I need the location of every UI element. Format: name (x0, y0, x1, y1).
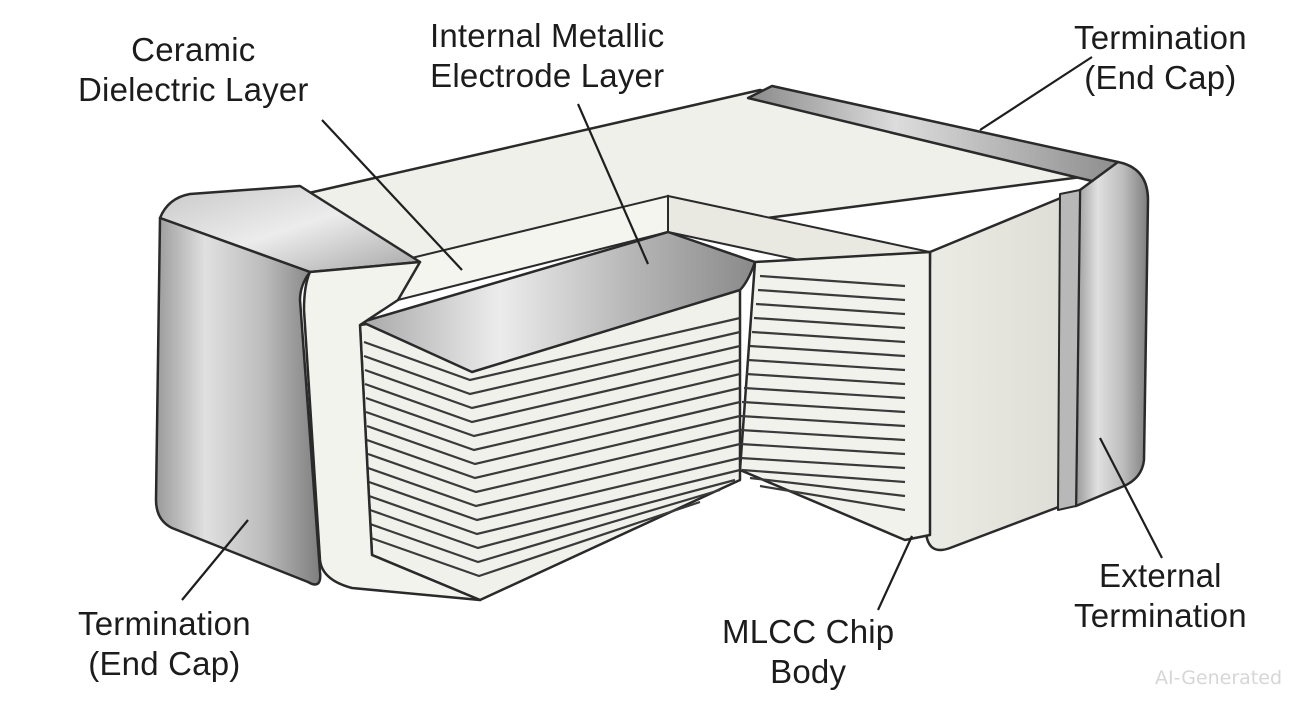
ceramic-body-right-face (924, 188, 1082, 552)
cutaway-right-face (738, 250, 932, 542)
left-ceramic-frame (302, 260, 482, 602)
label-termination-end-cap-top: Termination (End Cap) (1074, 19, 1247, 96)
front-layer-lines (363, 316, 741, 578)
leader-external-termination (1099, 437, 1163, 559)
leader-termination-top (979, 56, 1093, 131)
watermark-text: AI-Generated (1155, 667, 1282, 689)
leader-ceramic-dielectric (321, 119, 463, 271)
leader-lines (181, 56, 1163, 611)
left-end-cap-front (154, 216, 322, 586)
label-external-termination: External Termination (1074, 557, 1247, 634)
leader-internal-electrode (576, 103, 650, 265)
label-termination-end-cap-bottom: Termination (End Cap) (78, 605, 251, 682)
right-end-cap-face (1074, 160, 1150, 508)
right-face-layer-lines (739, 274, 906, 512)
label-mlcc-chip-body: MLCC Chip Body (722, 613, 895, 690)
label-internal-metallic-electrode-layer: Internal Metallic Electrode Layer (430, 17, 665, 94)
internal-electrode-top-plate (360, 230, 757, 374)
left-end-cap-top (158, 184, 422, 274)
right-end-cap-rim (1057, 189, 1081, 511)
leader-chip-body (877, 535, 913, 611)
label-ceramic-dielectric-layer: Ceramic Dielectric Layer (78, 31, 309, 108)
leader-termination-bottom (181, 519, 249, 601)
